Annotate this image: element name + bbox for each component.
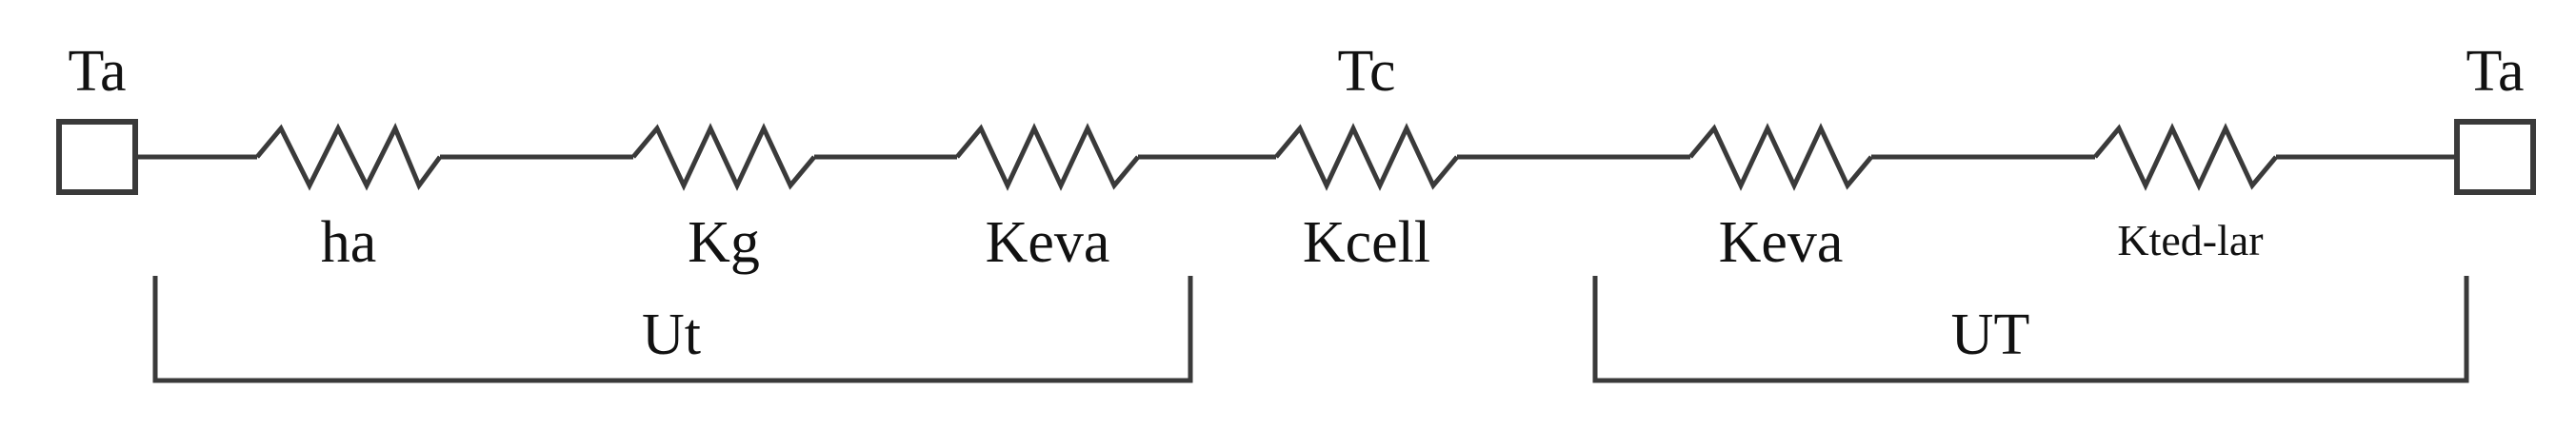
left-terminal-box (56, 119, 138, 195)
resistor-label-kted-lar: Kted-lar (2117, 216, 2263, 264)
resistor-label-kg: Kg (688, 210, 760, 275)
resistor-label-keva-right: Keva (1719, 210, 1844, 275)
group-label-right: UT (1951, 302, 2030, 367)
middle-node-label: Tc (1337, 39, 1395, 104)
resistor-keva-right (1688, 123, 1873, 191)
resistor-label-keva-left: Keva (986, 210, 1110, 275)
resistor-kted-lar (2093, 123, 2278, 191)
resistor-kcell (1274, 123, 1459, 191)
left-terminal-label: Ta (68, 39, 126, 104)
resistor-ha (255, 122, 443, 191)
group-bracket-right (1592, 276, 2469, 383)
right-terminal-box (2454, 119, 2536, 195)
right-terminal-label: Ta (2466, 39, 2524, 104)
group-label-left: Ut (642, 302, 701, 367)
resistor-label-ha: ha (321, 210, 377, 275)
group-bracket-left (152, 276, 1193, 383)
resistor-label-kcell: Kcell (1303, 210, 1430, 275)
resistor-keva-left (955, 123, 1140, 191)
resistor-kg (631, 123, 816, 191)
